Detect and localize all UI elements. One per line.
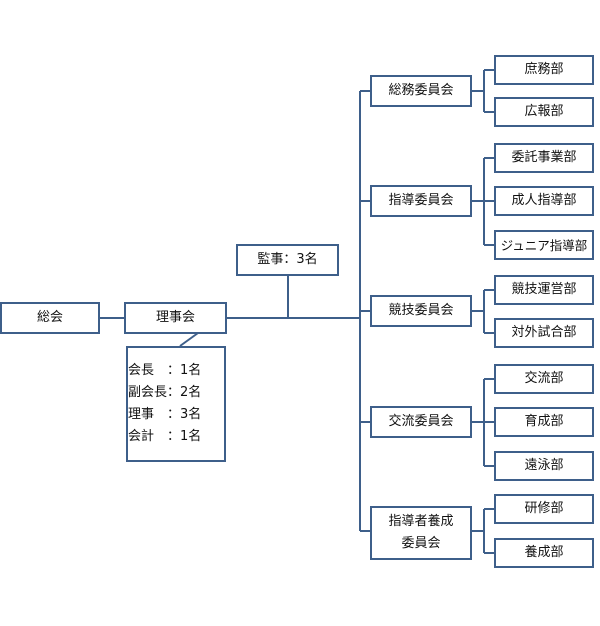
committee-general-affairs-label: 総務委員会: [388, 83, 454, 99]
dept-label: ジュニア指導部: [500, 237, 588, 253]
dept-label: 庶務部: [524, 62, 564, 78]
dept-contract-business: 委託事業部: [494, 143, 594, 173]
dept-label: 委託事業部: [511, 150, 577, 166]
officers-box: 会長 ：1名 副会長：2名 理事 ：3名 会計 ：1名: [126, 346, 226, 462]
dept-label: 育成部: [524, 414, 564, 430]
committee-competition-label: 競技委員会: [388, 303, 454, 319]
officer-treasurer: 会計 ：1名: [128, 429, 202, 444]
dept-label: 養成部: [524, 545, 564, 561]
dept-label: 研修部: [524, 501, 564, 517]
committee-instructor-training-line1: 指導者養成: [388, 513, 454, 529]
general-assembly-box: 総会: [0, 302, 100, 334]
dept-label: 成人指導部: [511, 193, 577, 209]
officer-vice-president: 副会長：2名: [128, 385, 202, 400]
committee-exchange: 交流委員会: [370, 406, 472, 438]
board-box: 理事会: [124, 302, 227, 334]
officer-director: 理事 ：3名: [128, 407, 202, 422]
dept-cultivation: 養成部: [494, 538, 594, 568]
general-assembly-label: 総会: [36, 310, 63, 326]
committee-exchange-label: 交流委員会: [388, 414, 454, 430]
dept-general-affairs: 庶務部: [494, 55, 594, 85]
committee-instructor-training: 指導者養成 委員会: [370, 506, 472, 560]
board-label: 理事会: [155, 310, 195, 326]
dept-label: 競技運営部: [511, 282, 577, 298]
dept-training: 研修部: [494, 494, 594, 524]
dept-exchange: 交流部: [494, 364, 594, 394]
auditor-label: 監事：3名: [257, 252, 318, 268]
dept-junior-instruction: ジュニア指導部: [494, 230, 594, 260]
dept-label: 対外試合部: [511, 325, 577, 341]
committee-instruction: 指導委員会: [370, 185, 472, 217]
auditor-box: 監事：3名: [236, 244, 339, 276]
dept-external-matches: 対外試合部: [494, 318, 594, 348]
dept-label: 広報部: [524, 104, 564, 120]
committee-competition: 競技委員会: [370, 295, 472, 327]
dept-adult-instruction: 成人指導部: [494, 186, 594, 216]
dept-development: 育成部: [494, 407, 594, 437]
committee-instruction-label: 指導委員会: [388, 193, 454, 209]
dept-competition-operations: 競技運営部: [494, 275, 594, 305]
dept-label: 交流部: [524, 371, 564, 387]
dept-public-relations: 広報部: [494, 97, 594, 127]
dept-long-distance-swimming: 遠泳部: [494, 451, 594, 481]
committee-general-affairs: 総務委員会: [370, 75, 472, 107]
officer-president: 会長 ：1名: [128, 363, 202, 378]
committee-instructor-training-line2: 委員会: [401, 536, 441, 551]
dept-label: 遠泳部: [524, 458, 564, 474]
